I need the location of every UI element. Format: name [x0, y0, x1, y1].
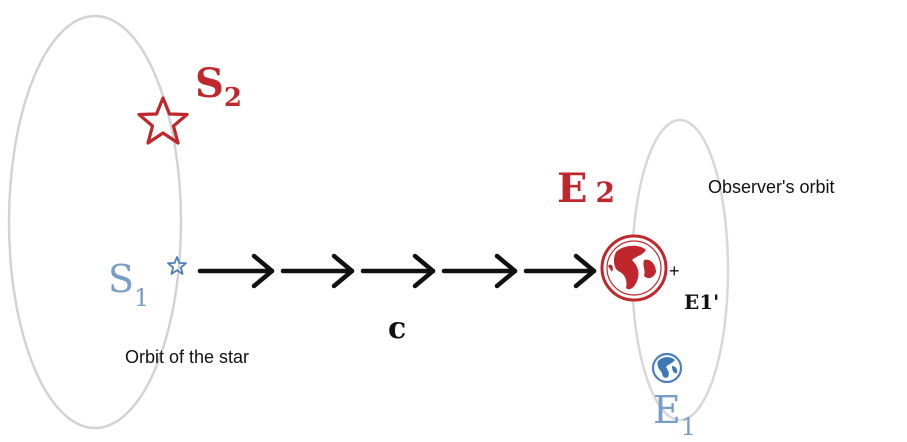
plus-marker: +: [669, 261, 680, 281]
label-e1-main: E: [653, 388, 681, 432]
globe-icon: [600, 234, 668, 302]
light-ray-arrows: [197, 253, 597, 289]
globe-blue-icon: [651, 352, 683, 384]
chevron-arrow-icon: [280, 253, 355, 289]
label-s2-main: S: [195, 60, 224, 107]
star-small-outline-icon: [167, 256, 187, 275]
label-observer-orbit: Observer's orbit: [708, 177, 834, 197]
chevron-arrow-icon: [360, 253, 436, 289]
label-s1-sub: 1: [134, 284, 149, 312]
label-star-orbit: Orbit of the star: [125, 347, 249, 367]
star-outline-icon: [137, 96, 189, 145]
label-e1-prime: E1': [684, 290, 719, 314]
chevron-arrow-icon: [197, 253, 275, 289]
label-e1: E1: [653, 388, 696, 441]
star-orbit-ellipse: [7, 14, 183, 430]
chevron-arrow-icon: [523, 253, 597, 289]
label-c: c: [388, 311, 406, 346]
label-e1-sub: 1: [681, 413, 696, 441]
label-s1-main: S: [108, 257, 134, 301]
label-s2-sub: 2: [224, 83, 242, 113]
label-s2: S2: [195, 60, 242, 113]
label-e2-main: E: [557, 165, 588, 212]
label-e2-sub: 2: [596, 176, 615, 209]
label-s1: S1: [108, 257, 149, 312]
chevron-arrow-icon: [441, 253, 518, 289]
